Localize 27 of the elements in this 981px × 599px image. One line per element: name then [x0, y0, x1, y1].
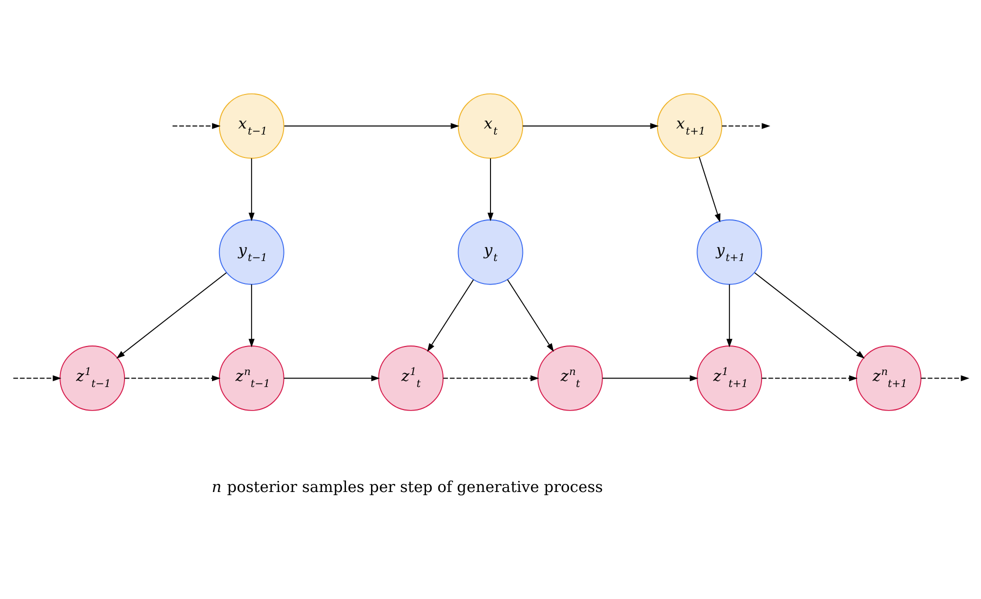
- arrow: [698, 156, 720, 222]
- arrow: [442, 374, 540, 381]
- arrow: [522, 122, 659, 129]
- arrow: [920, 374, 970, 381]
- arrow: [172, 122, 221, 129]
- node-circle: y$_{t−1}$: [218, 218, 284, 284]
- node-circle: y$_{t+1}$: [696, 218, 762, 284]
- node-circle: x$_{t−1}$: [218, 92, 284, 158]
- arrow: [124, 374, 221, 381]
- node-circle: y$_{t}$: [458, 218, 524, 284]
- arrow: [721, 122, 770, 129]
- node-circle: x$_{t+1}$: [656, 92, 722, 158]
- node-circle: x$_{t}$: [458, 92, 524, 158]
- arrow: [116, 272, 227, 358]
- arrow: [507, 278, 554, 352]
- label: n posterior samples per step of generative process: [212, 477, 603, 496]
- arrow: [284, 122, 460, 129]
- arrow: [602, 374, 698, 381]
- arrow: [248, 283, 255, 347]
- arrow: [726, 283, 732, 347]
- arrow: [248, 157, 255, 221]
- arrow: [754, 272, 865, 358]
- arrow: [488, 157, 494, 221]
- arrow: [761, 374, 858, 381]
- arrow: [12, 374, 62, 381]
- arrow: [283, 374, 380, 381]
- arrow: [427, 278, 474, 352]
